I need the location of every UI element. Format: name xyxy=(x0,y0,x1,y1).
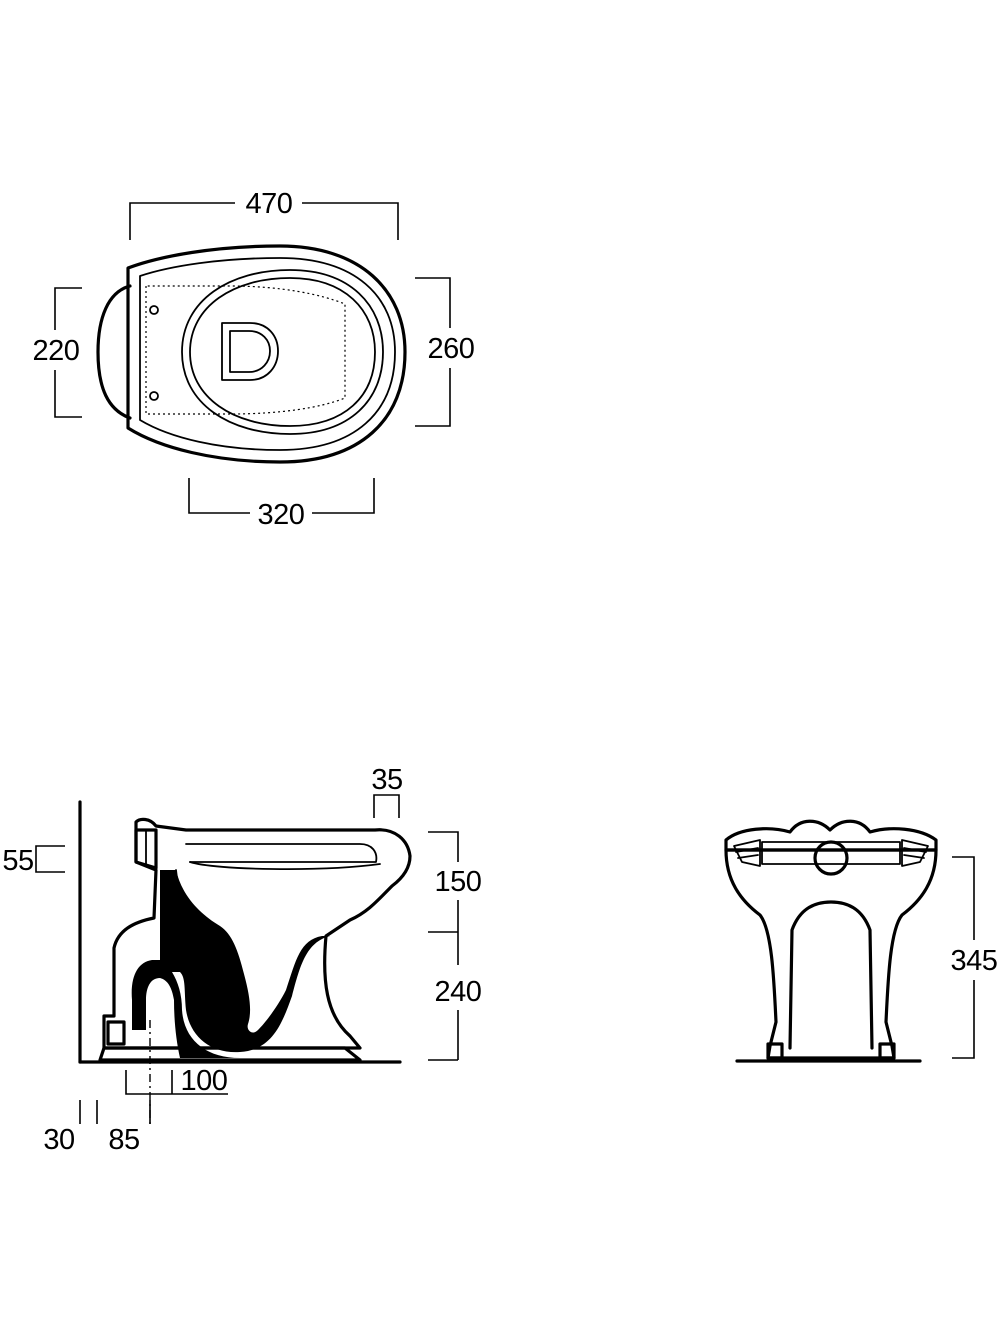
drain-outline xyxy=(221,322,279,381)
dimension-label-100: 100 xyxy=(181,1065,228,1097)
dimension-outlet-offset: 55 xyxy=(2,845,65,877)
dimension-label-150: 150 xyxy=(435,866,482,898)
foot-detail xyxy=(106,1020,126,1046)
dimension-label-220: 220 xyxy=(33,335,80,367)
dimension-bowl-length: 320 xyxy=(188,478,375,531)
front-rim-top xyxy=(724,819,938,852)
dimension-label-470: 470 xyxy=(246,188,293,220)
dimension-overall-length: 470 xyxy=(129,188,399,240)
rear-pad-outline xyxy=(96,284,132,420)
dimension-label-345: 345 xyxy=(951,945,998,977)
dimension-label-85: 85 xyxy=(108,1124,139,1156)
rim-panel-left xyxy=(733,839,761,867)
rim-inner-line xyxy=(185,843,378,863)
drain-inner-outline xyxy=(229,330,271,373)
dimension-total-height: 345 xyxy=(951,856,998,1059)
rim-groove-right-1 xyxy=(903,847,927,853)
rim-center-bar xyxy=(761,841,901,865)
front-foot-right xyxy=(878,1042,896,1060)
dimension-bottom: 100 30 85 xyxy=(43,1065,228,1156)
rim-groove-right-2 xyxy=(903,854,925,859)
dimension-label-240: 240 xyxy=(435,976,482,1008)
inner-rim-outline xyxy=(139,257,396,451)
dimension-overall-width: 260 xyxy=(415,277,475,427)
dotted-seat-area xyxy=(145,285,346,415)
trapway xyxy=(131,870,330,1058)
dimension-label-35: 35 xyxy=(371,764,402,796)
dimension-label-55: 55 xyxy=(2,845,33,877)
bowl-inner-curve xyxy=(175,869,241,1021)
dimension-rear-width: 220 xyxy=(33,287,82,418)
front-bowl-body xyxy=(724,848,938,1060)
side-view: 55 35 150 240 100 30 85 xyxy=(2,764,482,1156)
rim-groove-left-2 xyxy=(737,854,759,859)
side-body-outline xyxy=(102,817,412,1050)
dimension-label-30: 30 xyxy=(43,1124,74,1156)
bowl-opening-outer xyxy=(181,269,384,435)
front-outlet-circle xyxy=(813,840,849,876)
dimension-label-260: 260 xyxy=(428,333,475,365)
hinge-hole-bottom xyxy=(149,391,159,401)
front-inner-arch xyxy=(788,900,874,1050)
dimension-heights: 150 240 xyxy=(428,831,482,1061)
front-view: 345 xyxy=(724,819,998,1063)
top-view: 470 220 260 320 xyxy=(33,188,475,531)
outer-shell-outline xyxy=(126,244,407,464)
hinge-hole-top xyxy=(149,305,159,315)
rim-groove-left-1 xyxy=(735,847,759,853)
rear-connector xyxy=(134,828,158,870)
rim-underside xyxy=(189,861,381,870)
front-foot-left xyxy=(766,1042,784,1060)
dimension-label-320: 320 xyxy=(258,499,305,531)
rim-panel-right xyxy=(901,839,929,867)
bowl-opening-inner xyxy=(189,277,376,427)
dimension-rim-thickness: 35 xyxy=(371,764,403,818)
